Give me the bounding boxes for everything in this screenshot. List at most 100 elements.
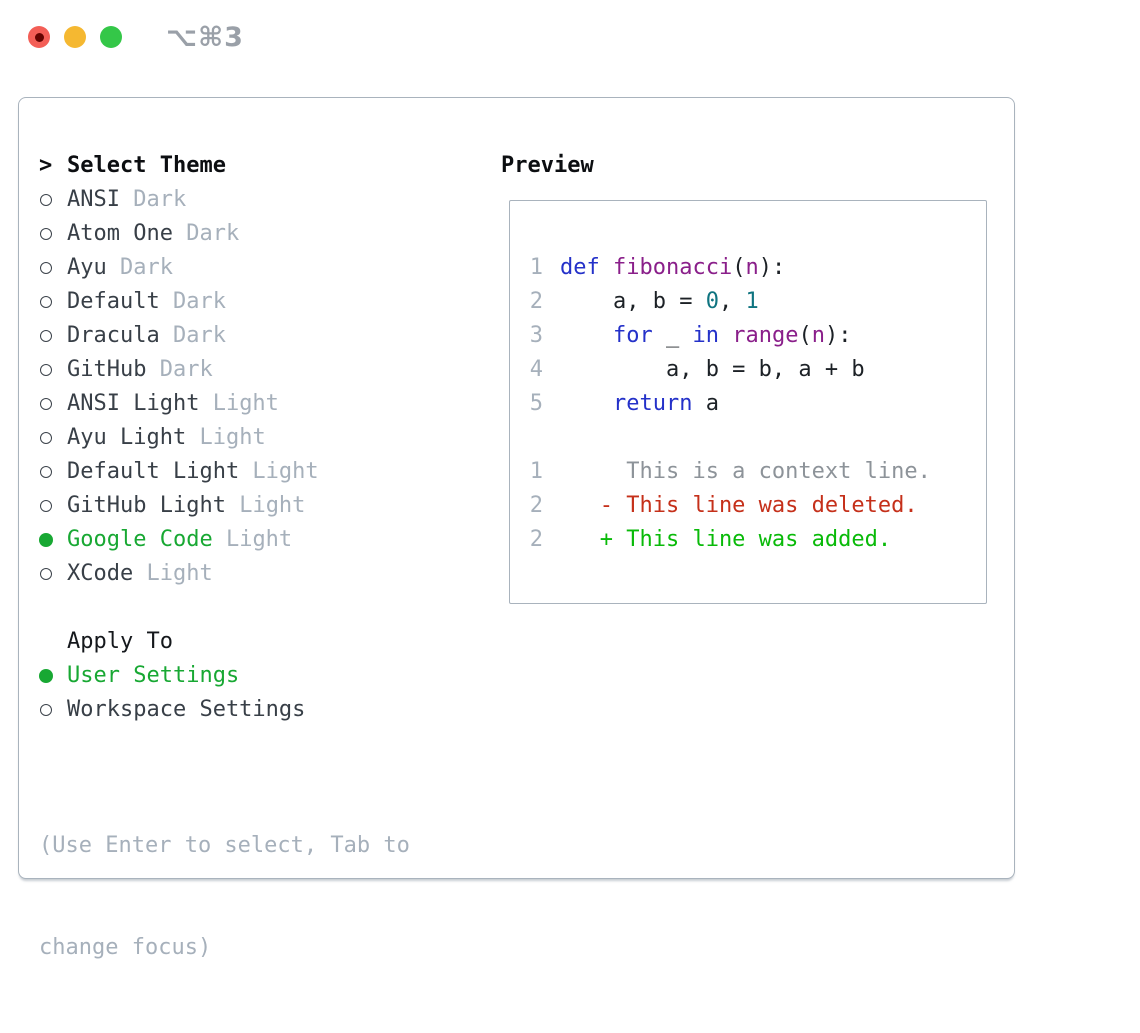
radio-icon (39, 262, 67, 274)
close-button[interactable] (28, 26, 50, 48)
theme-name: Atom One (67, 221, 173, 246)
select-theme-title: Select Theme (67, 153, 226, 178)
theme-name: ANSI (67, 187, 120, 212)
code-line: 3 for _ in range(n): (528, 319, 976, 353)
window-shortcut-label: ⌥⌘3 (166, 22, 244, 53)
close-dot-icon (34, 32, 44, 42)
theme-name: GitHub Light (67, 493, 226, 518)
theme-option-ansi-light-light[interactable]: ANSI Light Light (39, 387, 319, 421)
line-number: 1 (529, 255, 543, 280)
apply-option-label: User Settings (67, 663, 240, 688)
theme-variant: Dark (146, 357, 213, 382)
radio-icon (39, 568, 67, 580)
theme-variant: Light (199, 391, 279, 416)
theme-option-github-dark[interactable]: GitHub Dark (39, 353, 319, 387)
radio-icon (39, 466, 67, 478)
diff-text: + This line was added. (560, 527, 892, 552)
window-titlebar: ⌥⌘3 (0, 0, 1140, 74)
line-number: 5 (529, 391, 543, 416)
apply-option-workspace-settings[interactable]: Workspace Settings (39, 693, 319, 727)
theme-option-google-code-light[interactable]: Google Code Light (39, 523, 319, 557)
diff-line-deleted: 2 - This line was deleted. (528, 489, 976, 523)
radio-icon (39, 296, 67, 308)
preview-box: 1 def fibonacci(n): 2 a, b = 0, 1 3 for _ i… (509, 200, 987, 604)
radio-icon (39, 398, 67, 410)
radio-icon (39, 704, 67, 716)
diff-line-context: 1 This is a context line. (528, 455, 976, 489)
apply-to-title: Apply To (67, 629, 173, 654)
radio-icon (39, 194, 67, 206)
theme-option-ayu-light-light[interactable]: Ayu Light Light (39, 421, 319, 455)
line-number: 2 (529, 289, 543, 314)
line-number: 4 (529, 357, 543, 382)
theme-option-github-light-light[interactable]: GitHub Light Light (39, 489, 319, 523)
theme-variant: Light (239, 459, 319, 484)
code-text: return a (612, 391, 719, 416)
apply-to-header: Apply To (39, 625, 319, 659)
line-number: 1 (529, 459, 543, 484)
radio-selected-icon (39, 533, 67, 547)
minimize-button[interactable] (64, 26, 86, 48)
code-text: a, b = b, a + b (560, 357, 865, 382)
radio-icon (39, 364, 67, 376)
theme-name: XCode (67, 561, 134, 586)
code-text: for _ in range(n): (612, 323, 852, 348)
help-text: (Use Enter to select, Tab to change focu… (39, 761, 410, 1033)
radio-icon (39, 500, 67, 512)
theme-option-default-light-light[interactable]: Default Light Light (39, 455, 319, 489)
theme-variant: Light (212, 527, 293, 552)
theme-variant: Dark (159, 323, 226, 348)
theme-name: GitHub (67, 357, 147, 382)
apply-option-user-settings[interactable]: User Settings (39, 659, 319, 693)
theme-variant: Dark (106, 255, 173, 280)
theme-variant: Dark (172, 221, 240, 246)
spacer (528, 421, 976, 455)
radio-icon (39, 228, 67, 240)
maximize-button[interactable] (100, 26, 122, 48)
code-preview: 1 def fibonacci(n): 2 a, b = 0, 1 3 for _ i… (528, 251, 976, 421)
focus-arrow-icon: > (39, 153, 53, 178)
preview-title: Preview (501, 153, 594, 178)
code-line: 1 def fibonacci(n): (528, 251, 976, 285)
theme-variant: Dark (159, 289, 226, 314)
radio-selected-icon (39, 669, 67, 683)
help-line-1: (Use Enter to select, Tab to (39, 833, 410, 858)
diff-text: This is a context line. (560, 459, 931, 484)
diff-line-added: 2 + This line was added. (528, 523, 976, 557)
theme-name: Default (67, 289, 160, 314)
apply-option-label: Workspace Settings (67, 697, 306, 722)
theme-name: Ayu Light (67, 425, 187, 450)
theme-variant: Light (225, 493, 306, 518)
theme-variant: Light (186, 425, 266, 450)
line-number: 2 (529, 493, 543, 518)
theme-name: Ayu (67, 255, 107, 280)
code-line: 4 a, b = b, a + b (528, 353, 976, 387)
radio-icon (39, 432, 67, 444)
theme-name: Default Light (67, 459, 240, 484)
theme-option-dracula-dark[interactable]: Dracula Dark (39, 319, 319, 353)
theme-option-default-dark[interactable]: Default Dark (39, 285, 319, 319)
theme-option-ayu-dark[interactable]: Ayu Dark (39, 251, 319, 285)
code-line: 5 return a (528, 387, 976, 421)
diff-preview: 1 This is a context line.2 - This line w… (528, 455, 976, 557)
code-text: a, b = 0, 1 (560, 289, 759, 314)
theme-option-ansi-dark[interactable]: ANSI Dark (39, 183, 319, 217)
diff-text: - This line was deleted. (560, 493, 918, 518)
line-number: 3 (529, 323, 543, 348)
theme-option-xcode-light[interactable]: XCode Light (39, 557, 319, 591)
theme-name: Dracula (67, 323, 160, 348)
theme-name: Google Code (67, 527, 213, 552)
code-text: def fibonacci(n): (560, 255, 786, 280)
spacer (39, 591, 319, 625)
theme-variant: Light (133, 561, 213, 586)
theme-option-atom-one-dark[interactable]: Atom One Dark (39, 217, 319, 251)
theme-name: ANSI Light (67, 391, 200, 416)
help-line-2: change focus) (39, 935, 212, 960)
theme-variant: Dark (119, 187, 187, 212)
radio-icon (39, 330, 67, 342)
select-theme-header: > Select Theme (39, 149, 319, 183)
